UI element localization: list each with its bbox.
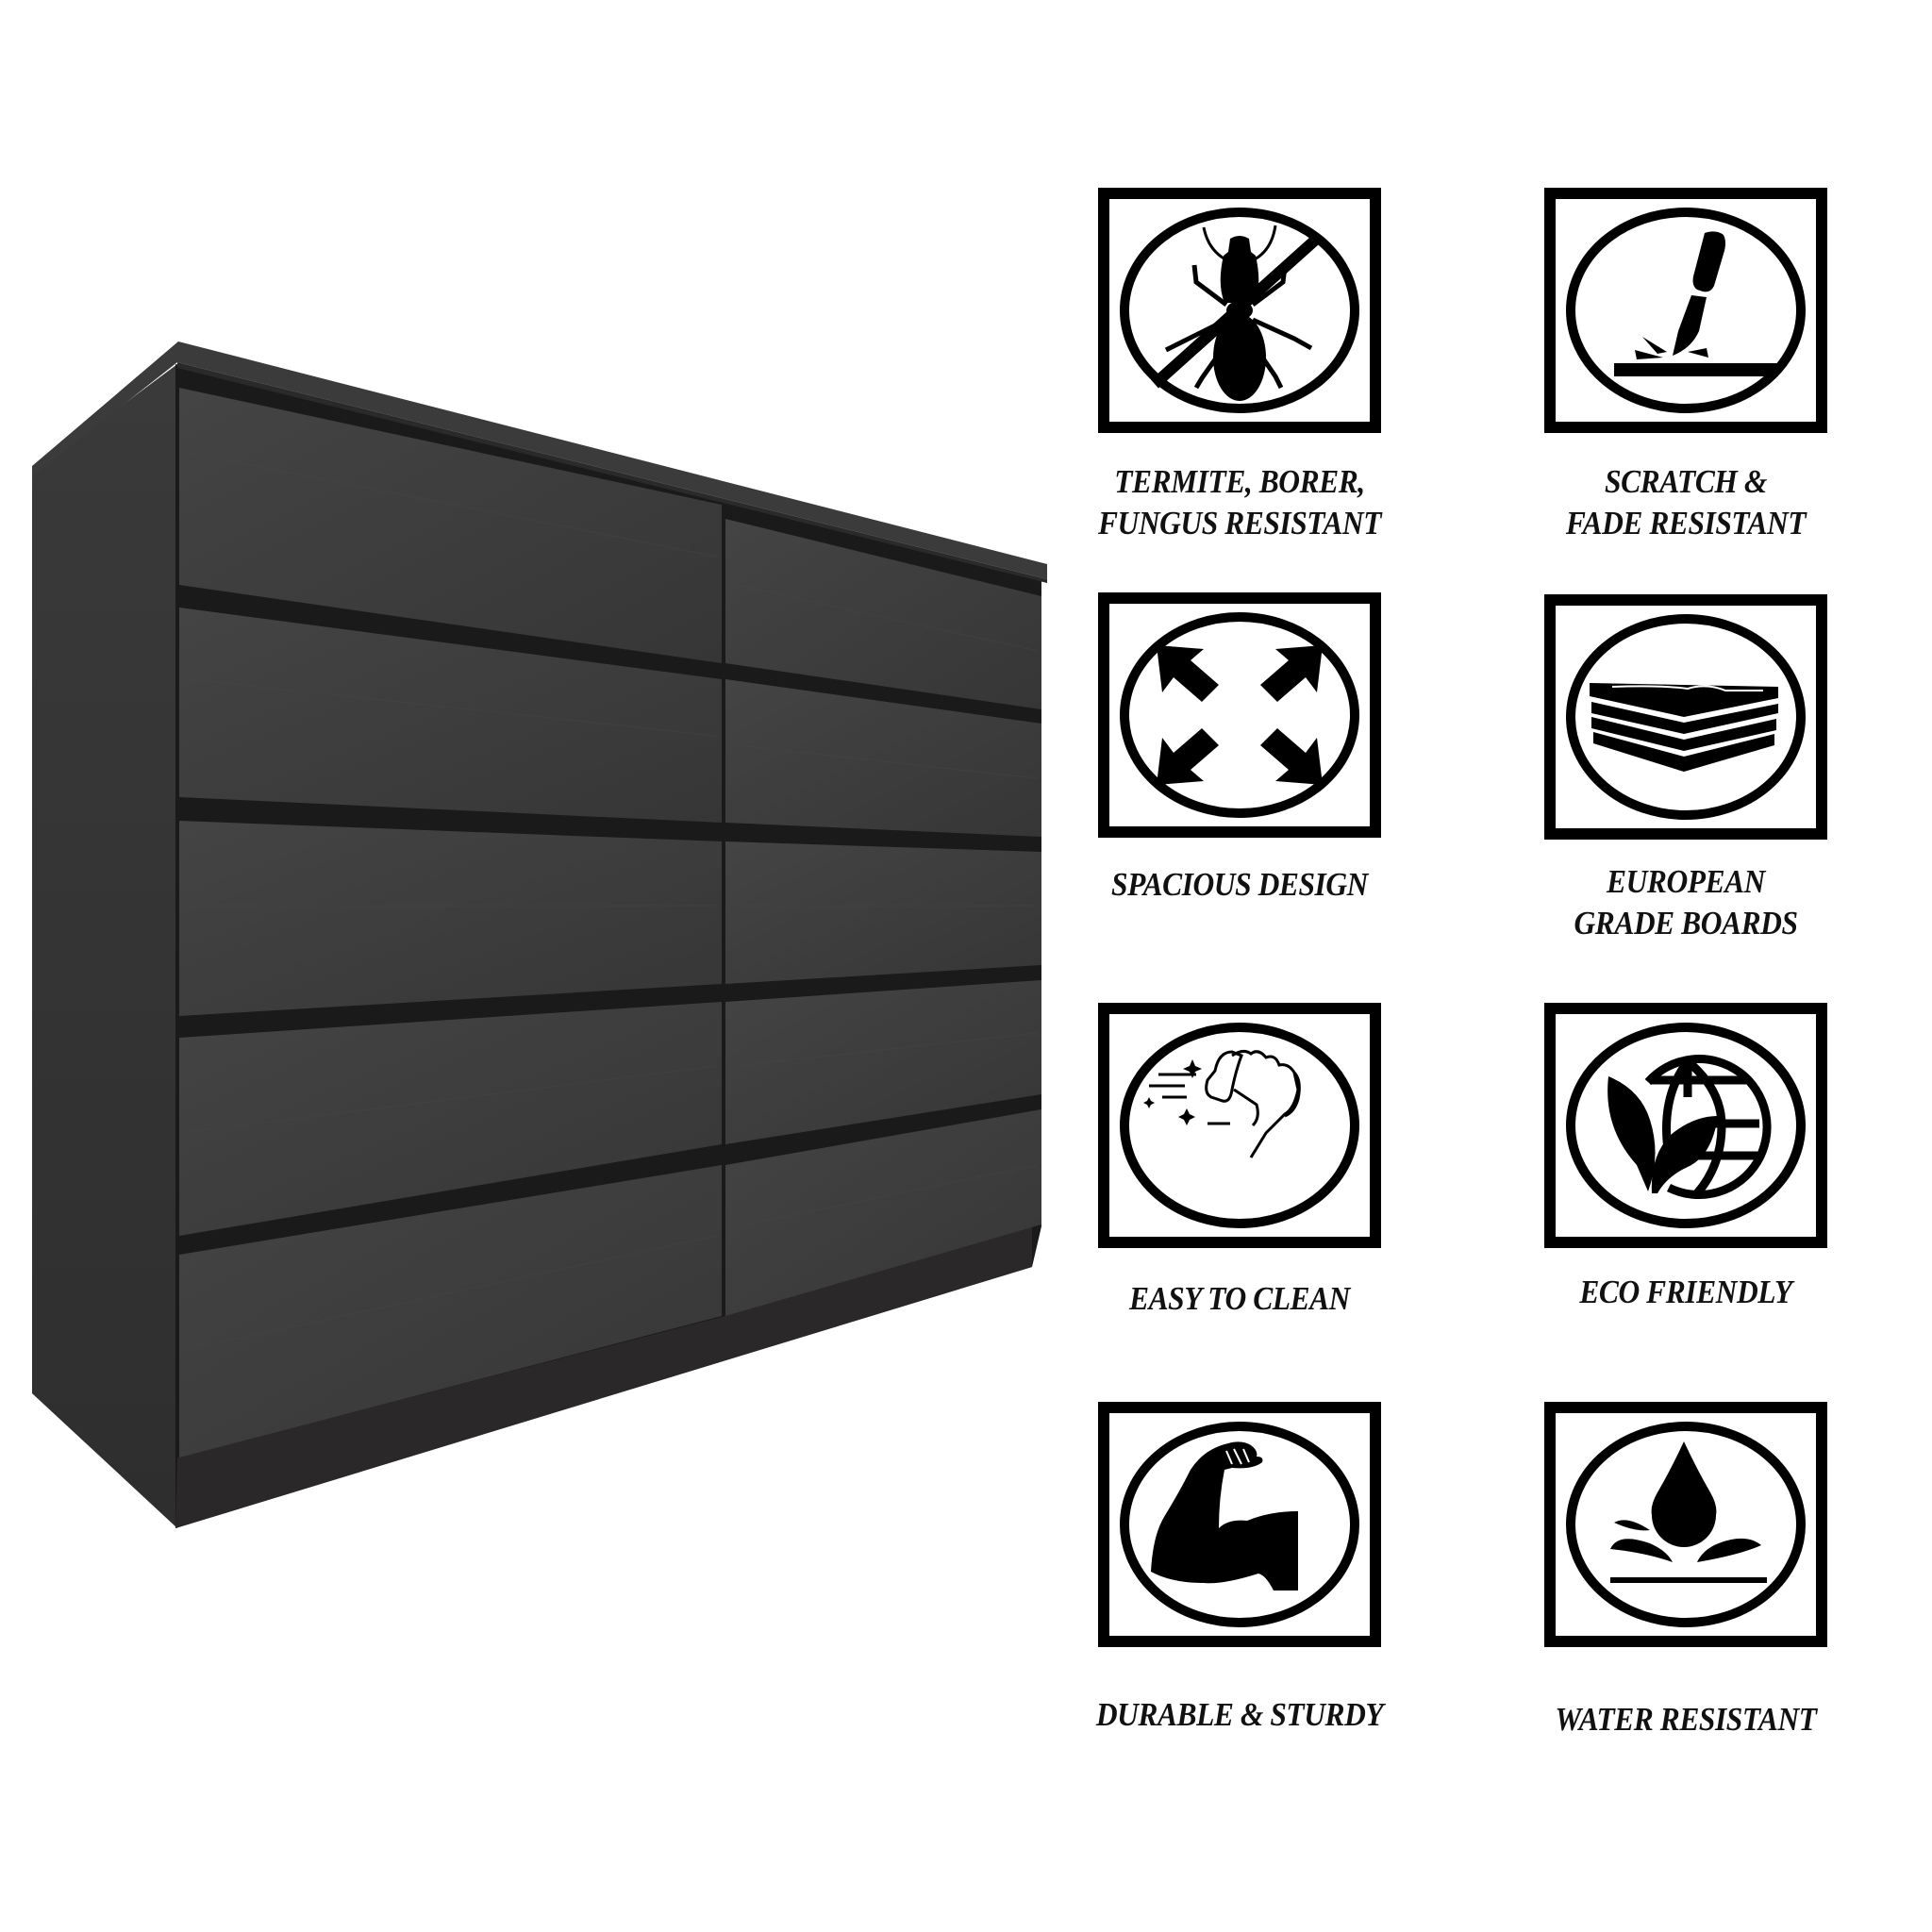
icon-frame [1544,594,1827,840]
leaf-globe-icon [1566,1023,1806,1228]
drawer-left-1 [179,388,722,663]
drawers-right-column [725,519,1041,1316]
feature-label: EASY TO CLEAN [1129,1280,1350,1317]
dresser-side-panel [32,364,177,1528]
feature-label: SPACIOUS DESIGN [1111,866,1368,903]
drawer-right-2 [725,679,1041,837]
drawer-left-5 [179,1165,722,1457]
water-drop-icon [1566,1422,1806,1627]
drawer-right-1 [725,519,1041,709]
expand-arrows-icon [1120,612,1359,818]
flexed-arm-icon [1120,1422,1359,1627]
feature-label: EUROPEAN GRADE BOARDS [1574,863,1798,941]
layered-boards-icon [1566,614,1806,820]
drawer-left-3 [179,821,722,1016]
drawer-right-4 [725,980,1041,1144]
icon-frame [1098,188,1381,433]
icon-frame [1544,1003,1827,1248]
termite-prohibited-icon [1120,208,1359,413]
drawer-left-4 [179,1002,722,1236]
icon-frame [1544,1402,1827,1647]
drawer-left-2 [179,608,722,823]
icon-frame [1098,1402,1381,1647]
feature-label: WATER RESISTANT [1555,1701,1817,1738]
drawer-right-3 [725,841,1041,984]
hand-wiping-icon [1120,1023,1359,1228]
feature-label: DURABLE & STURDY [1095,1696,1384,1733]
dresser-plinth [175,1224,1032,1528]
icon-frame [1098,592,1381,838]
icon-frame [1098,1003,1381,1248]
drawer-right-5 [725,1109,1041,1316]
feature-label: TERMITE, BORER, FUNGUS RESISTANT [1097,463,1382,541]
scalpel-scratch-icon [1566,208,1806,413]
icon-frame [1544,188,1827,433]
feature-label: SCRATCH & FADE RESISTANT [1565,463,1807,541]
feature-label: ECO FRIENDLY [1579,1274,1792,1310]
drawers-left-column [179,388,722,1457]
